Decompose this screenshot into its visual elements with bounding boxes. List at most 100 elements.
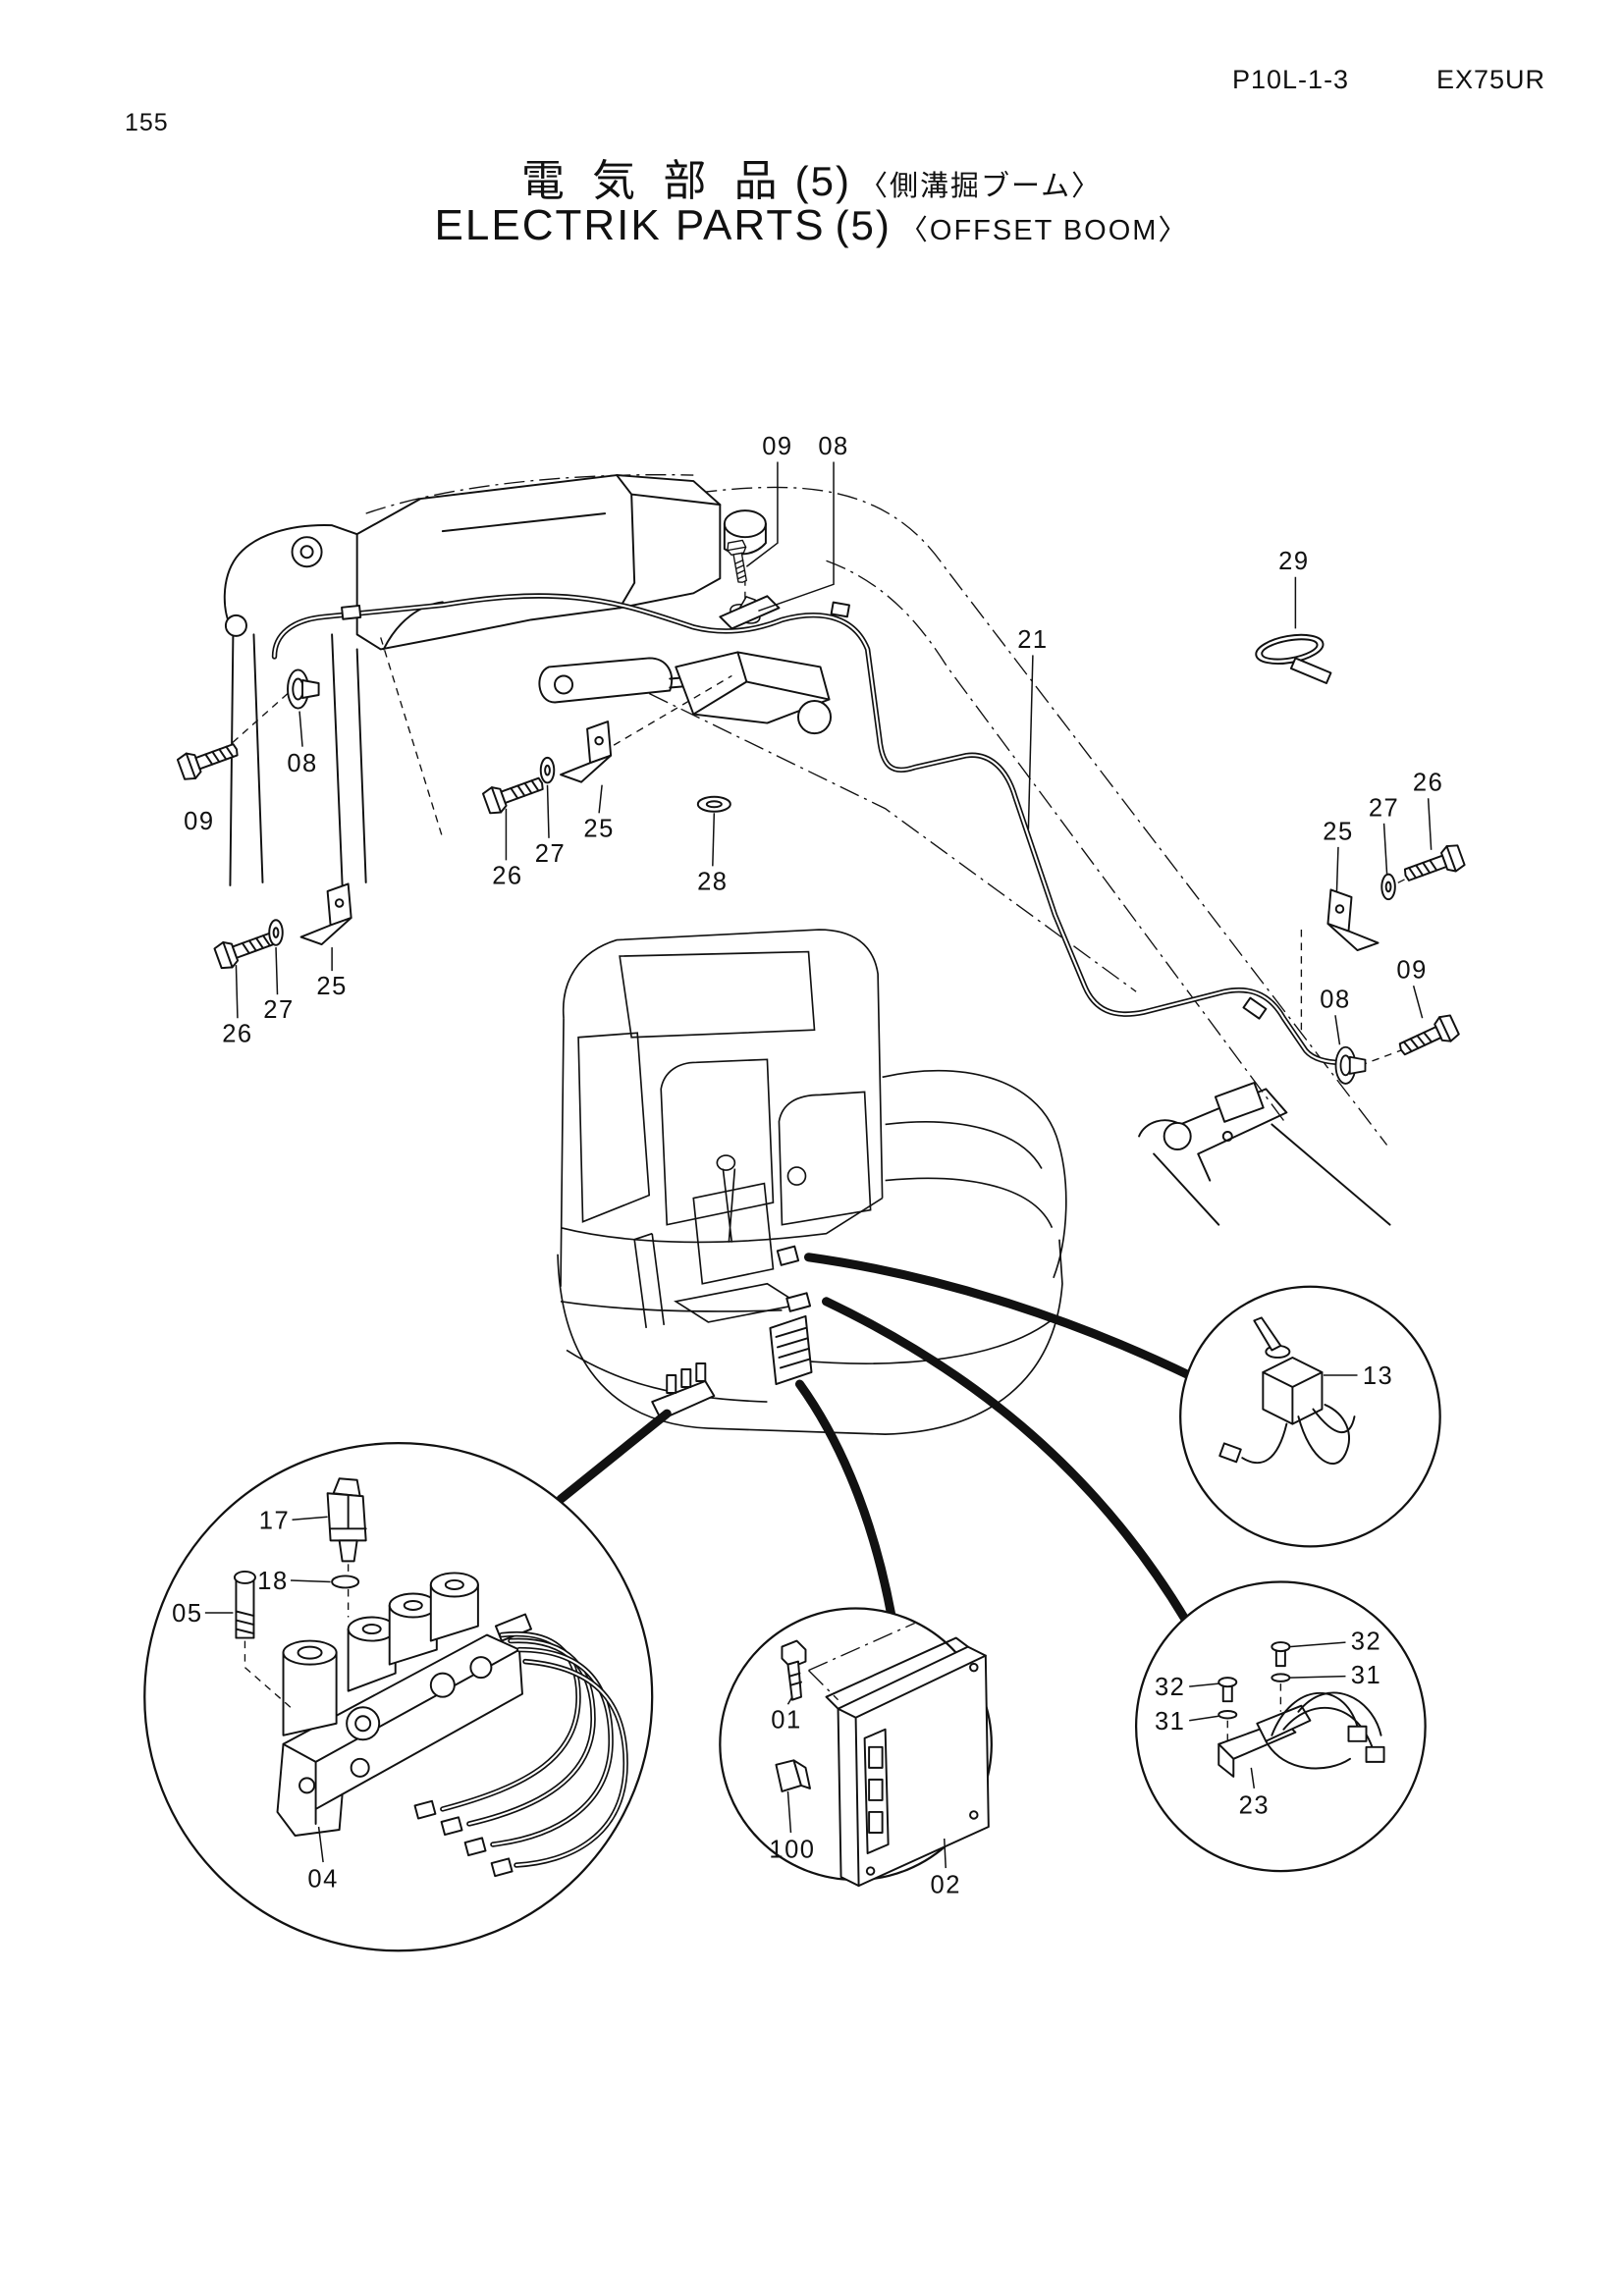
- wire-connector: [413, 1799, 437, 1820]
- controller-mount-hole: [865, 1866, 876, 1876]
- part-callout: 13: [1363, 1362, 1393, 1390]
- cable-clamp-29-inner: [1261, 638, 1319, 661]
- leader-line: [1335, 846, 1339, 891]
- leader-line: [1334, 1015, 1341, 1045]
- boom-foot: [1138, 1088, 1391, 1226]
- cylinder-pin: [554, 674, 574, 695]
- leader-line: [1027, 655, 1034, 829]
- screw-32: [1271, 1641, 1291, 1668]
- alignment-line: [1360, 1043, 1417, 1066]
- bolt-26: [480, 770, 548, 818]
- solenoid-coil: [347, 1616, 397, 1692]
- part-callout: 26: [1413, 770, 1443, 797]
- counterweight: [882, 1069, 1067, 1279]
- boom-outline-upper: [696, 486, 1388, 1146]
- part-callout: 02: [931, 1872, 961, 1899]
- switch-bracket-edge: [1217, 1742, 1235, 1778]
- leader-line: [291, 1579, 331, 1583]
- part-callout: 25: [1323, 818, 1353, 845]
- leader-line: [1427, 798, 1433, 850]
- harness-connector: [341, 604, 362, 620]
- valve-wire-inner: [491, 1648, 613, 1846]
- cable-clamp-29: [1255, 633, 1325, 666]
- installed-switch-bracket: [785, 1292, 812, 1312]
- bolt-01: [781, 1639, 807, 1701]
- bolt-09: [725, 539, 753, 585]
- wire-harness-inner: [273, 594, 1341, 1064]
- leader-line: [546, 784, 550, 838]
- washer-31: [1271, 1673, 1291, 1682]
- detail-switch-bracket: [1134, 1580, 1427, 1873]
- arm-left-frame: [223, 524, 367, 886]
- leader-line: [712, 813, 716, 867]
- detail-toggle-switch: [1179, 1285, 1441, 1548]
- alignment-line: [380, 637, 444, 839]
- cable-clamp-29-tail: [1289, 657, 1332, 684]
- washer-28-hole: [705, 800, 723, 809]
- leader-line: [275, 947, 279, 995]
- controller-socket: [868, 1778, 884, 1801]
- leader-line: [1412, 985, 1424, 1019]
- part-callout: 05: [172, 1600, 202, 1628]
- page-number: 155: [125, 109, 169, 136]
- connector-grommet-08: [1334, 1045, 1367, 1085]
- valve-wire-inner: [467, 1639, 595, 1826]
- grommet-plate: [719, 595, 781, 630]
- title-english: ELECTRIK PARTS(5)〈OFFSET BOOM〉: [0, 201, 1623, 250]
- alignment-line: [243, 1640, 293, 1710]
- bracket-wire-connector: [1365, 1745, 1385, 1763]
- part-callout: 27: [535, 840, 566, 868]
- part-callout: 31: [1155, 1708, 1185, 1735]
- part-callout: 04: [307, 1866, 338, 1894]
- part-callout: 26: [222, 1020, 252, 1047]
- arm-lower-pin: [224, 614, 247, 637]
- lower-body-band: [560, 1301, 1057, 1403]
- part-callout: 17: [259, 1507, 290, 1534]
- part-callout: 28: [697, 868, 728, 895]
- toggle-switch-wire: [1297, 1404, 1350, 1465]
- offset-boom-assembly: [175, 474, 1467, 1226]
- alignment-line: [613, 674, 732, 746]
- part-callout: 26: [492, 862, 522, 889]
- toggle-switch-wire: [1241, 1422, 1288, 1464]
- controller-edge: [825, 1636, 987, 1888]
- leader-line: [292, 1516, 328, 1522]
- callout-leaders: [204, 461, 1433, 1869]
- valve-port: [350, 1757, 370, 1778]
- title-jp-main: 電 気 部 品: [520, 157, 785, 205]
- valve-wire-inner: [441, 1632, 580, 1810]
- title-en-main: ELECTRIK PARTS: [434, 201, 826, 249]
- valve-port: [469, 1656, 493, 1680]
- leader-line: [1189, 1715, 1219, 1722]
- washer-27: [1380, 873, 1396, 901]
- part-callout: 29: [1278, 548, 1309, 575]
- cab-front-window: [660, 1058, 775, 1226]
- part-callout: 08: [818, 433, 848, 460]
- part-callout: 21: [1017, 626, 1048, 654]
- upper-boom-detail: [382, 474, 722, 651]
- bracket-component: [1256, 1704, 1312, 1742]
- boom-cylinder: [538, 657, 673, 704]
- washer-28: [696, 795, 731, 813]
- boom-outline-inner: [826, 560, 1287, 1125]
- machine-model: EX75UR: [1436, 65, 1546, 94]
- detail-leader-valve: [556, 1409, 672, 1504]
- alignment-line: [808, 1622, 915, 1701]
- part-callout: 08: [1320, 987, 1350, 1014]
- part-callout: 25: [316, 973, 347, 1000]
- screw-32: [1217, 1677, 1238, 1703]
- part-callout: 01: [771, 1706, 801, 1734]
- arm-pin: [291, 536, 323, 568]
- valve-port: [346, 1706, 381, 1741]
- o-ring-18: [331, 1575, 360, 1589]
- leader-line: [1382, 823, 1388, 874]
- leader-line: [598, 784, 603, 814]
- title-jp-subtitle: 〈側溝掘ブーム〉: [858, 171, 1103, 202]
- bracket-wire: [1271, 1691, 1359, 1736]
- control-lever-knob: [716, 1154, 736, 1171]
- part-callout: 31: [1351, 1662, 1381, 1689]
- bolt-09: [1394, 1011, 1462, 1063]
- callout-numbers: 09 08 29 21 08 09 25 27 26 28 25 27 26 2…: [172, 433, 1443, 1899]
- harness-connector: [1242, 996, 1268, 1020]
- boom-outline-lower: [648, 692, 1137, 992]
